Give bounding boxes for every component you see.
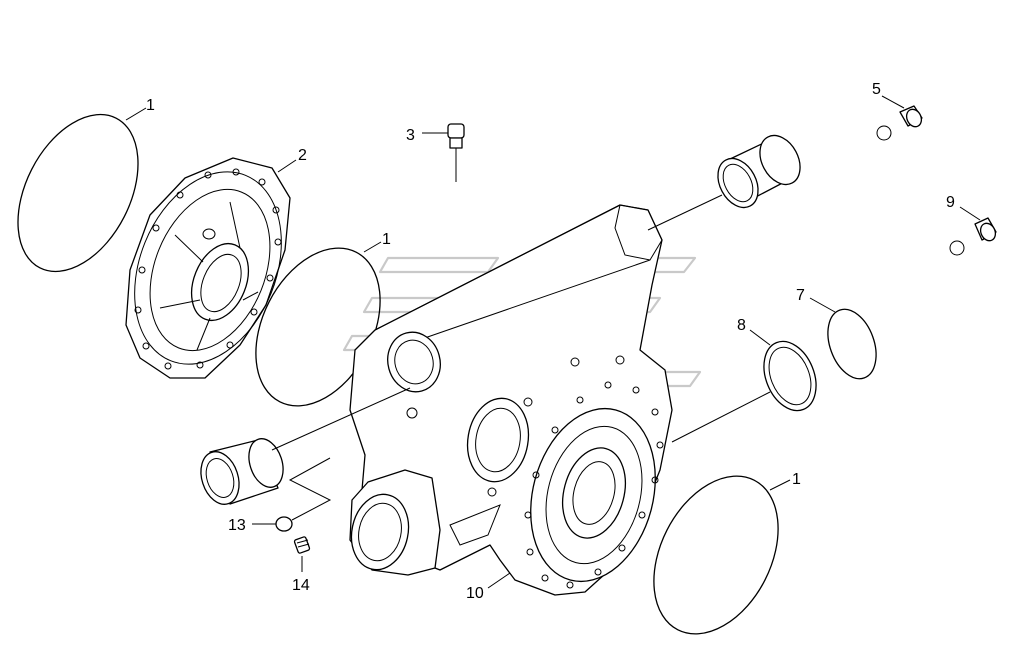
callout-label: 1 xyxy=(382,231,391,248)
leader-line xyxy=(288,457,332,521)
flange-cover-icon xyxy=(125,157,291,379)
plug-with-washer-icon xyxy=(949,217,997,256)
leader-line xyxy=(881,95,905,109)
bushing-icon xyxy=(717,134,801,209)
leader-line xyxy=(271,387,411,451)
o-ring-seal-icon xyxy=(17,113,139,273)
leader-line xyxy=(363,241,382,253)
o-ring-seal-icon xyxy=(653,475,779,635)
retaining-ring-icon xyxy=(827,308,877,380)
leader-line xyxy=(647,194,723,231)
axle-housing-icon xyxy=(349,204,673,596)
leader-line xyxy=(671,391,771,443)
leader-line xyxy=(959,206,981,221)
breather-plug-icon xyxy=(447,123,465,182)
callout-label: 3 xyxy=(406,127,415,144)
callout-label: 10 xyxy=(466,585,484,602)
leader-line xyxy=(487,572,511,589)
callout-label: 8 xyxy=(737,317,746,334)
callout-label: 2 xyxy=(298,147,307,164)
leader-line xyxy=(769,479,791,491)
callout-label: 13 xyxy=(228,517,246,534)
callout-label: 5 xyxy=(872,81,881,98)
bushing-ring-icon xyxy=(763,340,817,412)
callout-label: 14 xyxy=(292,577,310,594)
bushing-icon xyxy=(200,438,284,505)
callout-label: 9 xyxy=(946,194,955,211)
callout-label: 1 xyxy=(792,471,801,488)
plug-with-washer-icon xyxy=(876,105,923,141)
cap-plug-icon xyxy=(275,516,293,532)
leader-line xyxy=(809,297,836,313)
callout-label: 7 xyxy=(796,287,805,304)
leader-line xyxy=(277,159,297,173)
set-screw-icon xyxy=(293,536,311,554)
callout-label: 1 xyxy=(146,97,155,114)
leader-line xyxy=(749,329,771,346)
leader-line xyxy=(125,107,147,121)
